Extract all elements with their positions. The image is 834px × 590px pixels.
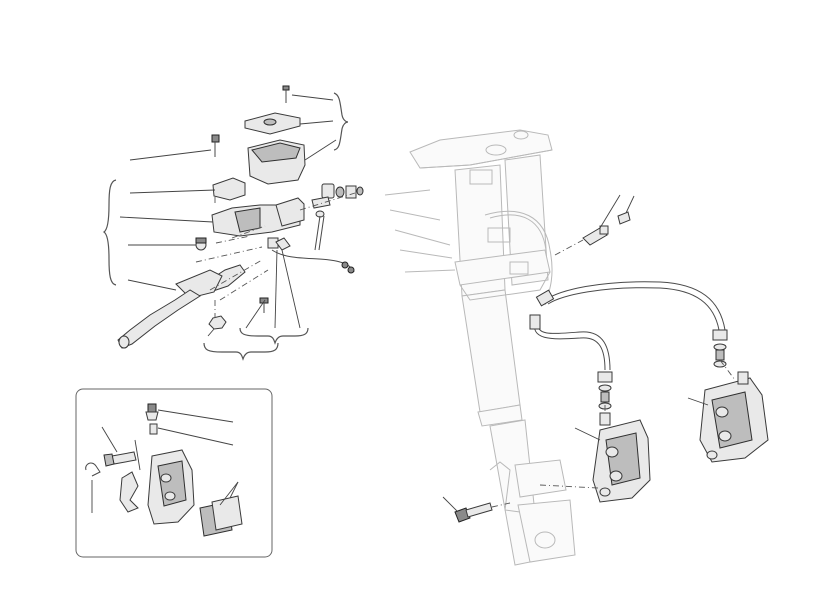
hose-junction bbox=[554, 194, 635, 256]
right-brake-caliper bbox=[687, 371, 769, 463]
hose-fittings bbox=[597, 329, 736, 420]
front-fork-ghost bbox=[384, 129, 576, 566]
left-brake-caliper bbox=[539, 412, 651, 503]
banjo-parts bbox=[299, 183, 364, 251]
caliper-mount-bolt bbox=[442, 496, 511, 523]
master-cylinder-assembly bbox=[102, 85, 364, 361]
brake-hoses bbox=[484, 210, 726, 371]
caliper-detail-inset bbox=[75, 388, 273, 558]
